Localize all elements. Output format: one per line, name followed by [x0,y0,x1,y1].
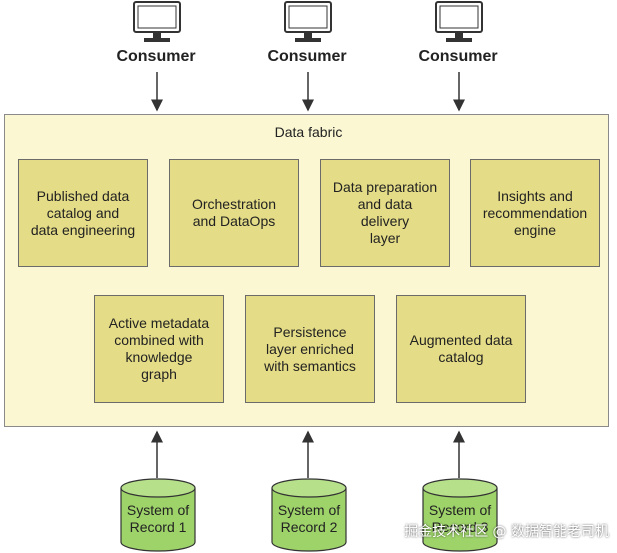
consumer-label-3: Consumer [418,48,498,65]
augmented-data-catalog-box: Augmented data catalog [396,295,526,403]
system-of-record-3-label: System of Record 3 [428,502,492,535]
monitor-icon [133,1,181,42]
monitor-icon [284,1,332,42]
consumer-label-2: Consumer [267,48,347,65]
database-icon [120,478,196,552]
data-fabric-title: Data fabric [274,124,343,140]
persistence-layer-box: Persistence layer enriched with semantic… [245,295,375,403]
insights-recommendation-box: Insights and recommendation engine [470,159,600,267]
system-of-record-2-label: System of Record 2 [277,502,341,535]
active-metadata-box: Active metadata combined with knowledge … [94,295,224,403]
database-icon [422,478,498,552]
monitor-icon [435,1,483,42]
published-data-catalog-box: Published data catalog and data engineer… [18,159,148,267]
database-icon [271,478,347,552]
data-preparation-box: Data preparation and data delivery layer [320,159,450,267]
watermark-text: 掘金技术社区 @ 数据智能老司机 [404,524,609,540]
system-of-record-1-label: System of Record 1 [126,502,190,535]
consumer-label-1: Consumer [116,48,196,65]
orchestration-dataops-box: Orchestration and DataOps [169,159,299,267]
